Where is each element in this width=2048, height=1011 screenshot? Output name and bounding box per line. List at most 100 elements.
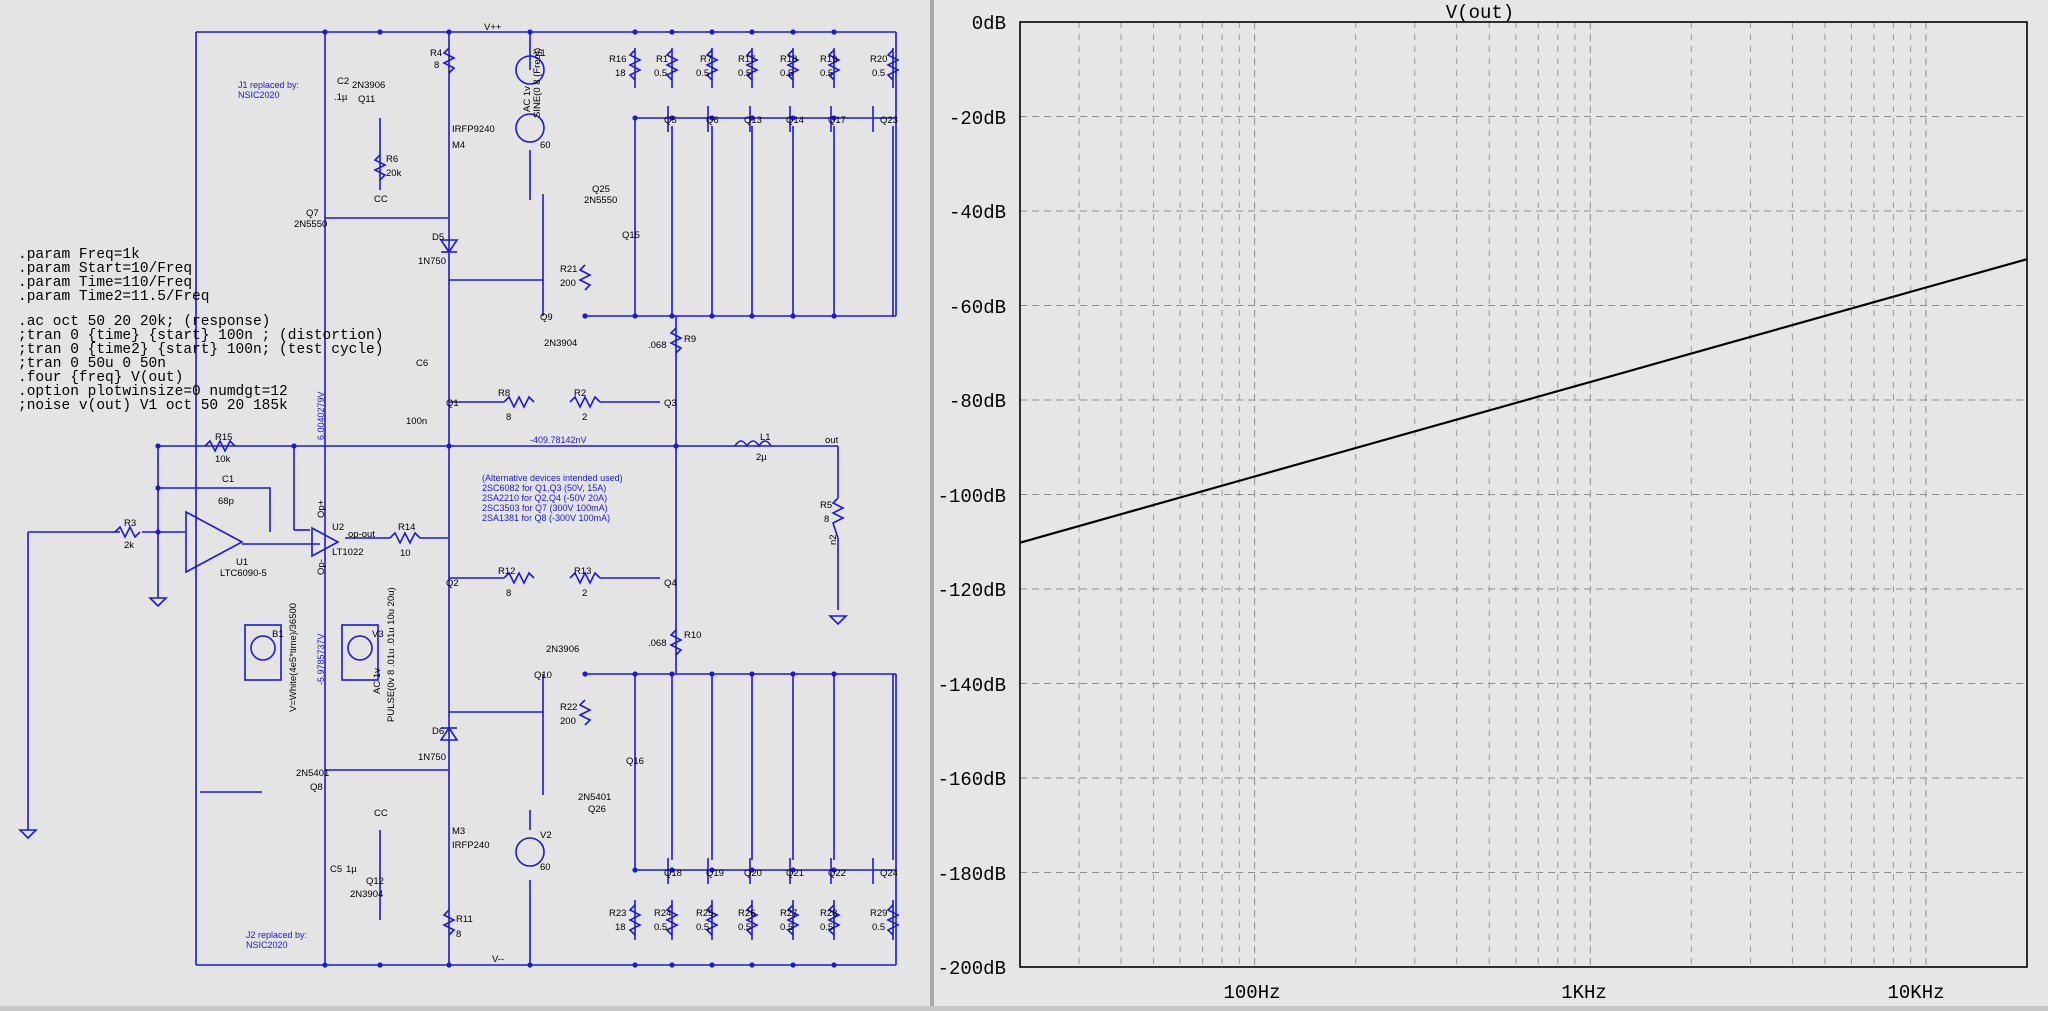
schematic-canvas[interactable]: .param Freq=1k .param Start=10/Freq .par… <box>0 0 930 1006</box>
val-m3: IRFP240 <box>452 840 490 851</box>
junction-dots <box>155 29 837 968</box>
ref-r24: R24 <box>654 908 671 919</box>
val-b1: V=White(4e5*time)/36500 <box>288 603 299 712</box>
val-r16: 18 <box>615 68 626 79</box>
j1-note: J1 replaced by: <box>238 80 299 90</box>
directive-line: .param Start=10/Freq <box>18 261 192 277</box>
ref-u1: U1 <box>236 557 248 568</box>
plot-frame <box>1019 21 2028 968</box>
val-r6: 20k <box>386 168 402 179</box>
spice-directives[interactable]: .param Freq=1k .param Start=10/Freq .par… <box>18 247 383 414</box>
val-r11: 8 <box>456 929 461 940</box>
ref-q10: Q10 <box>534 670 552 681</box>
y-tick-label: -120dB <box>938 580 1006 602</box>
ref-d5: D5 <box>432 232 444 243</box>
ref-q16: Q16 <box>626 756 644 767</box>
x-axis-labels: 100Hz 1KHz 10KHz <box>1223 982 1944 1004</box>
v-out-trace[interactable] <box>1019 258 2028 544</box>
pane-splitter[interactable] <box>930 0 934 1006</box>
val-r27: 0.5 <box>780 922 793 933</box>
val-d6: 1N750 <box>418 752 446 763</box>
directive-line: ;noise v(out) V1 oct 50 20 185k <box>18 398 288 414</box>
ref-r22: R22 <box>560 702 577 713</box>
val-c1: 68p <box>218 496 234 507</box>
val-r3: 2k <box>124 540 134 551</box>
net-opm: Op- <box>316 559 327 575</box>
ref-r23: R23 <box>609 908 626 919</box>
y-tick-label: -40dB <box>949 202 1006 224</box>
ref-r14: R14 <box>398 522 415 533</box>
net-cc: CC <box>374 808 388 819</box>
val-r17: 0.5 <box>738 68 751 79</box>
val-u2: LT1022 <box>332 547 364 558</box>
ref-r4: R4 <box>430 48 442 59</box>
ref-v3: V3 <box>372 629 384 640</box>
ref-r15: R15 <box>215 432 232 443</box>
val-r12: 8 <box>506 588 511 599</box>
schematic-wires <box>27 31 897 966</box>
val-q26: 2N5401 <box>578 792 611 803</box>
ref-m4: M4 <box>452 140 465 151</box>
net-cc: CC <box>374 194 388 205</box>
ref-q24: Q24 <box>880 868 898 879</box>
ref-q6: Q6 <box>706 115 719 126</box>
val-r4: 8 <box>434 60 439 71</box>
ref-r8: R8 <box>498 388 510 399</box>
ref-c5: C5 <box>330 864 342 875</box>
component-labels: R4 8 V1 60 AC 1v SINE(0 8 {Freq}) C2 .1µ… <box>124 48 832 940</box>
val-q11: 2N3906 <box>352 80 385 91</box>
ref-r10: R10 <box>684 630 701 641</box>
bode-plot[interactable]: V(out) 0dB -20dB -40dB -60dB -80dB -100d… <box>934 0 2048 1006</box>
val-u1: LTC6090-5 <box>220 568 267 579</box>
waveform-viewer-pane[interactable]: V(out) 0dB -20dB -40dB -60dB -80dB -100d… <box>934 0 2048 1006</box>
val-d5: 1N750 <box>418 256 446 267</box>
ref-u2: U2 <box>332 522 344 533</box>
ref-b1: B1 <box>272 629 284 640</box>
ref-r18: R18 <box>780 54 797 65</box>
ref-r9: R9 <box>684 334 696 345</box>
ref-v1src: AC 1v <box>522 86 533 112</box>
vout-probe: -409.78142nV <box>530 435 587 445</box>
val-q12: 2N3904 <box>350 889 383 900</box>
directive-line: .option plotwinsize=0 numdgt=12 <box>18 384 288 400</box>
ref-r11: R11 <box>456 914 473 925</box>
ref-q20: Q20 <box>744 868 762 879</box>
alt-devices-note: 2SC6082 for Q1,Q3 (50V, 15A) <box>482 483 606 493</box>
ref-r12: R12 <box>498 566 515 577</box>
j2-note: NSIC2020 <box>246 940 288 950</box>
val-r2: 2 <box>582 412 587 423</box>
ref-q3: Q3 <box>664 398 677 409</box>
val-r25: 0.5 <box>696 922 709 933</box>
ref-d6: D6 <box>432 726 444 737</box>
ref-q17: Q17 <box>828 115 846 126</box>
ref-q8: Q8 <box>310 782 323 793</box>
plot-trace-title[interactable]: V(out) <box>1446 2 1514 24</box>
y-tick-label: 0dB <box>972 13 1006 35</box>
ref-v1: V1 <box>534 48 546 59</box>
y-tick-label: -80dB <box>949 391 1006 413</box>
upper-output-labels: R16 18 R1 0.5 Q5 R7 0.5 Q6 R17 0.5 Q13 R… <box>609 54 898 126</box>
val-c2: .1µ <box>334 92 348 103</box>
alt-devices-note: 2SA1381 for Q8 (-300V 100mA) <box>482 513 610 523</box>
val-q8: 2N5401 <box>296 768 329 779</box>
net-opout: op-out <box>348 529 375 540</box>
schematic-editor-pane[interactable]: .param Freq=1k .param Start=10/Freq .par… <box>0 0 930 1006</box>
ref-q19: Q19 <box>706 868 724 879</box>
ref-l1: L1 <box>760 432 771 443</box>
ref-q21: Q21 <box>786 868 804 879</box>
val-r9: .068 <box>648 340 667 351</box>
y-tick-label: -140dB <box>938 675 1006 697</box>
directive-line: ;tran 0 {time2} {start} 100n; (test cycl… <box>18 342 383 358</box>
vneg-probe: -5.9785737V <box>316 633 326 685</box>
directive-line: ;tran 0 {time} {start} 100n ; (distortio… <box>18 328 383 344</box>
ref-q18: Q18 <box>664 868 682 879</box>
net-vpp: V++ <box>484 22 502 33</box>
val-m4: IRFP9240 <box>452 124 495 135</box>
directive-line: ;tran 0 50u 0 50n <box>18 356 166 372</box>
alt-devices-note: (Alternative devices intended used) <box>482 473 623 483</box>
ref-q26: Q26 <box>588 804 606 815</box>
ref-v2: V2 <box>540 830 552 841</box>
ref-c1: C1 <box>222 474 234 485</box>
ref-q9: Q9 <box>540 312 553 323</box>
ref-r21: R21 <box>560 264 577 275</box>
